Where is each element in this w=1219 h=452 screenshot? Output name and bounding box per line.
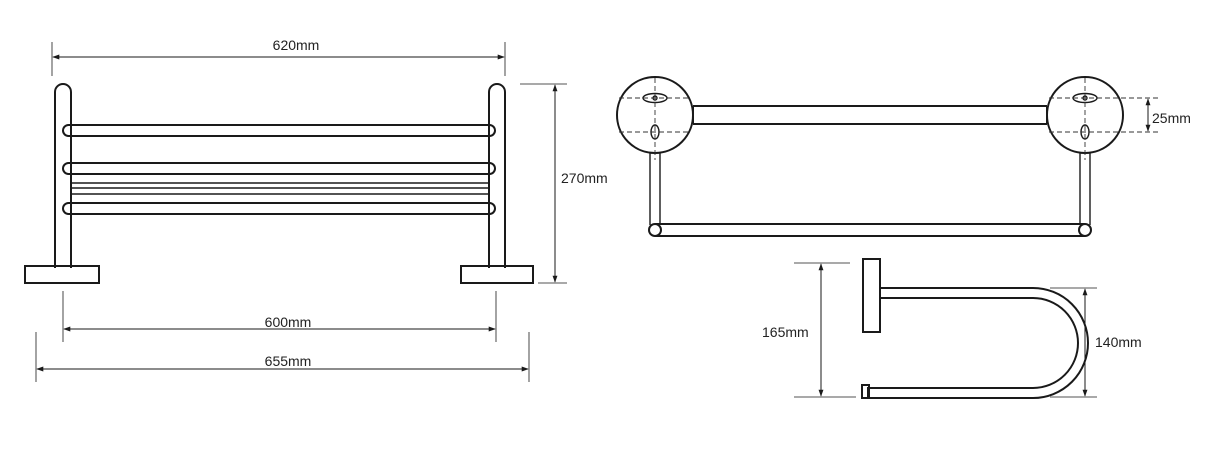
- label-shelf-height: 270mm: [561, 170, 608, 186]
- dimension-holder-loop-height: 140mm: [1050, 287, 1142, 398]
- dimension-shelf-top-width: 620mm: [51, 36, 506, 76]
- label-holder-loop-height: 140mm: [1095, 334, 1142, 350]
- dimension-shelf-height: 270mm: [520, 83, 623, 284]
- towel-shelf-drawing: [24, 83, 534, 284]
- towel-rail-drawing: [616, 76, 1160, 237]
- dimension-holder-height: 165mm: [760, 262, 856, 398]
- label-holder-height: 165mm: [762, 324, 809, 340]
- towel-holder-drawing: [861, 258, 1089, 399]
- label-shelf-top-width: 620mm: [273, 37, 320, 53]
- dimension-shelf-inner-width: 600mm: [62, 291, 497, 342]
- dimension-rail-mount: 25mm: [1145, 98, 1191, 132]
- dimension-shelf-total-width: 655mm: [35, 332, 530, 382]
- label-rail-mount: 25mm: [1152, 110, 1191, 126]
- label-shelf-inner-width: 600mm: [265, 314, 312, 330]
- label-shelf-total-width: 655mm: [265, 353, 312, 369]
